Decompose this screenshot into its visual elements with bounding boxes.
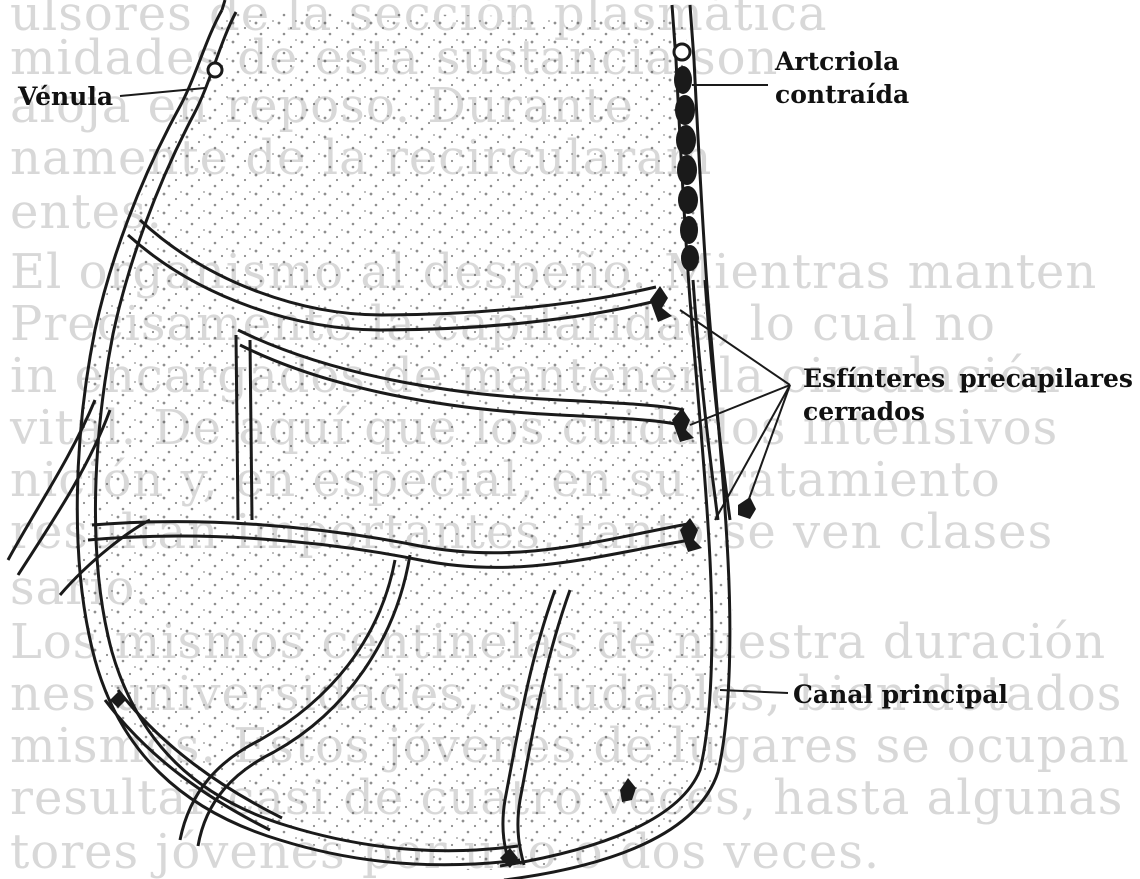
- arteriole-label-line1: Artcriola: [775, 45, 909, 78]
- sphincters-label-line2: cerrados: [803, 395, 1133, 428]
- arteriole-label-line2: contraída: [775, 78, 909, 111]
- main-channel-label: Canal principal: [793, 678, 1008, 711]
- sphincters-label-line1: Esfínteres precapilares: [803, 362, 1133, 395]
- arteriole-label: Artcriola contraída: [775, 45, 909, 111]
- venule-label: Vénula: [18, 80, 113, 113]
- sphincters-label: Esfínteres precapilares cerrados: [803, 362, 1133, 428]
- sphincters-label-word2: precapilares: [959, 362, 1133, 395]
- sphincters-label-word1: Esfínteres: [803, 362, 945, 395]
